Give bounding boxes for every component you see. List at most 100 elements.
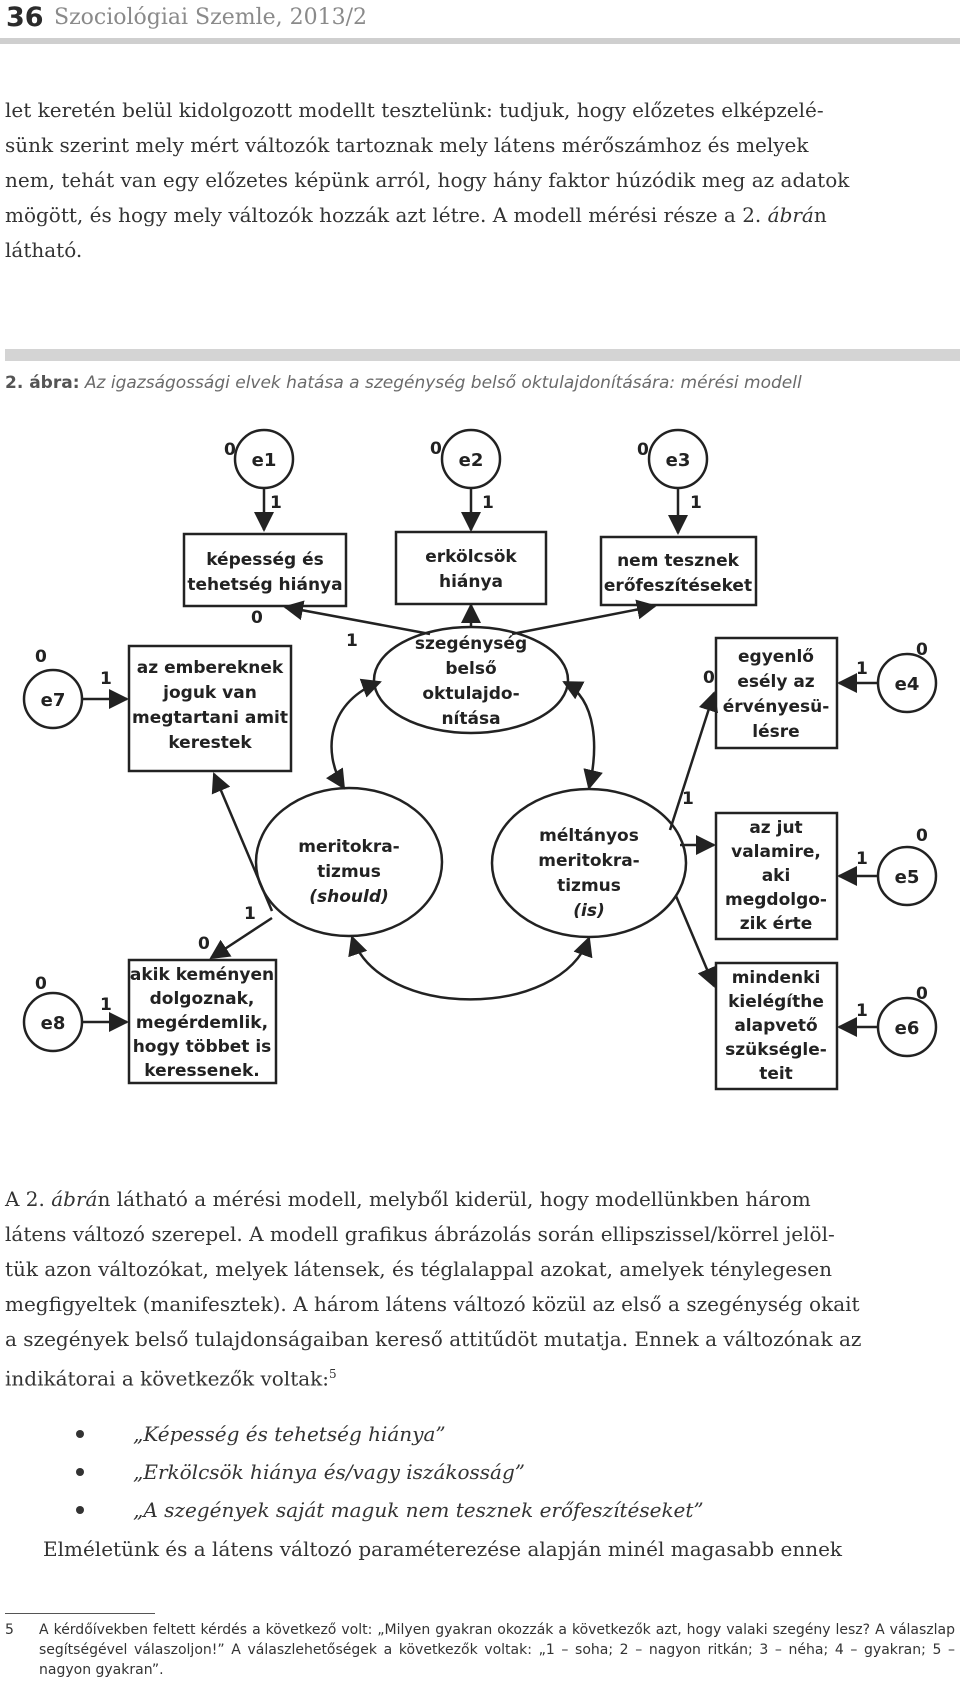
box-text: esély az xyxy=(737,672,814,692)
param-one: 1 xyxy=(100,669,112,689)
box-text: zik érte xyxy=(740,914,813,934)
box-text: képesség és xyxy=(206,550,324,570)
param-one: 1 xyxy=(690,493,702,513)
param-one: 1 xyxy=(856,849,868,869)
label-e3: e3 xyxy=(666,450,691,471)
box-kepesseg xyxy=(182,532,348,608)
box-text: megérdemlik, xyxy=(136,1013,268,1033)
label-e8: e8 xyxy=(41,1013,66,1034)
intro-line: nem, tehát van egy előzetes képünk arról… xyxy=(5,168,850,192)
box-text: mindenki xyxy=(732,968,821,988)
latent-text: szegénység xyxy=(415,634,527,654)
param-one: 1 xyxy=(346,631,358,651)
param-one: 1 xyxy=(682,789,694,809)
param-zero: 0 xyxy=(198,934,210,954)
latent-text: (is) xyxy=(573,901,605,921)
page-number: 36 xyxy=(6,2,44,33)
box-text: akik keményen xyxy=(130,965,274,985)
box-text: lésre xyxy=(752,722,799,742)
param-one: 1 xyxy=(856,659,868,679)
bullet-icon xyxy=(76,1430,84,1438)
intro-line: let keretén belül kidolgozott modellt te… xyxy=(5,98,824,122)
page-header: 36 Szociológiai Szemle, 2013/2 xyxy=(0,0,960,38)
param-zero: 0 xyxy=(251,608,263,628)
param-one: 1 xyxy=(100,995,112,1015)
body-text: indikátorai a következők voltak: xyxy=(5,1366,330,1391)
latent-text: meritokra- xyxy=(298,837,399,857)
box-text: valamire, xyxy=(731,842,821,862)
box-text: egyenlő xyxy=(738,647,814,667)
box-nem-tesznek xyxy=(599,535,758,607)
latent-text: belső xyxy=(445,659,496,679)
body-line: látens változó szerepel. A modell grafik… xyxy=(5,1222,835,1246)
body-text: A 2. xyxy=(5,1187,52,1211)
param-one: 1 xyxy=(244,904,256,924)
latent-text: (should) xyxy=(309,887,389,907)
box-text: kielégíthe xyxy=(728,992,824,1012)
box-text: joguk van xyxy=(162,683,257,703)
latent-text: nítása xyxy=(441,709,500,729)
box-text: hogy többet is xyxy=(133,1037,272,1057)
closing-line: Elméletünk és a látens változó paraméter… xyxy=(43,1537,843,1561)
box-text: nem tesznek xyxy=(617,551,740,571)
latent-text: meritokra- xyxy=(538,851,639,871)
list-item-text: „A szegények saját maguk nem tesznek erő… xyxy=(133,1498,704,1522)
latent-text: méltányos xyxy=(539,826,639,846)
param-one: 1 xyxy=(482,493,494,513)
label-e2: e2 xyxy=(459,450,484,471)
param-one: 1 xyxy=(270,493,282,513)
figure-reference: ábrá xyxy=(51,1187,98,1211)
figure-bar xyxy=(5,349,960,361)
box-text: szükségle- xyxy=(725,1040,827,1060)
param-zero: 0 xyxy=(35,647,47,667)
param-zero: 0 xyxy=(916,640,928,660)
body-line: megfigyeltek (manifesztek). A három láte… xyxy=(5,1292,860,1316)
label-e1: e1 xyxy=(252,450,277,471)
list-item-text: „Képesség és tehetség hiánya” xyxy=(133,1422,446,1446)
intro-line: látható. xyxy=(5,238,83,262)
label-e7: e7 xyxy=(41,690,66,711)
figure-caption-text: Az igazságossági elvek hatása a szegénys… xyxy=(84,373,802,393)
body-line: A 2. ábrán látható a mérési modell, mely… xyxy=(5,1182,955,1217)
box-text: érvényesü- xyxy=(723,697,830,717)
latent-text: tizmus xyxy=(317,862,381,882)
box-joguk xyxy=(127,644,293,773)
box-text: erőfeszítéseket xyxy=(604,576,752,596)
box-text: alapvető xyxy=(734,1016,817,1036)
intro-line: mögött, és hogy mely változók hozzák azt… xyxy=(5,198,955,233)
label-e5: e5 xyxy=(895,867,920,888)
label-e4: e4 xyxy=(895,674,920,695)
param-one: 1 xyxy=(856,1001,868,1021)
bullet-icon xyxy=(76,1468,84,1476)
box-text: kerestek xyxy=(168,733,252,753)
figure-reference: ábrá xyxy=(767,203,814,227)
box-text: erkölcsök xyxy=(425,547,517,567)
box-text: aki xyxy=(762,866,791,886)
footnote-number: 5 xyxy=(5,1622,14,1638)
box-text: tehetség hiánya xyxy=(187,575,342,595)
box-text: dolgoznak, xyxy=(150,989,255,1009)
footnote-rule xyxy=(5,1613,155,1614)
param-zero: 0 xyxy=(916,826,928,846)
figure-caption: 2. ábra: Az igazságossági elvek hatása a… xyxy=(5,373,802,393)
measurement-model-diagram: e1 e2 e3 e7 e8 e4 e5 e6 0 0 0 1 1 1 0 1 … xyxy=(22,428,938,1091)
body-line: tük azon változókat, melyek látensek, és… xyxy=(5,1257,833,1281)
footnote-marker: 5 xyxy=(329,1367,337,1381)
box-text: teit xyxy=(759,1064,793,1084)
journal-title: Szociológiai Szemle, 2013/2 xyxy=(54,5,368,30)
box-text: az jut xyxy=(749,818,802,838)
body-line: a szegények belső tulajdonságaiban keres… xyxy=(5,1327,862,1351)
header-rule xyxy=(0,38,960,44)
box-text: keressenek. xyxy=(144,1061,259,1081)
box-text: az embereknek xyxy=(137,658,284,678)
box-text: hiánya xyxy=(439,572,503,592)
box-kemenyen xyxy=(127,958,278,1085)
intro-text: mögött, és hogy mely változók hozzák azt… xyxy=(5,203,768,227)
intro-text: n xyxy=(813,203,827,227)
box-text: megdolgo- xyxy=(725,890,827,910)
box-text: megtartani amit xyxy=(132,708,288,728)
list-item-text: „Erkölcsök hiánya és/vagy iszákosság” xyxy=(133,1460,526,1484)
footnote-text: A kérdőívekben feltett kérdés a következ… xyxy=(39,1622,955,1678)
intro-line: sünk szerint mely mért változók tartozna… xyxy=(5,133,809,157)
figure-label: 2. ábra: xyxy=(5,373,80,393)
